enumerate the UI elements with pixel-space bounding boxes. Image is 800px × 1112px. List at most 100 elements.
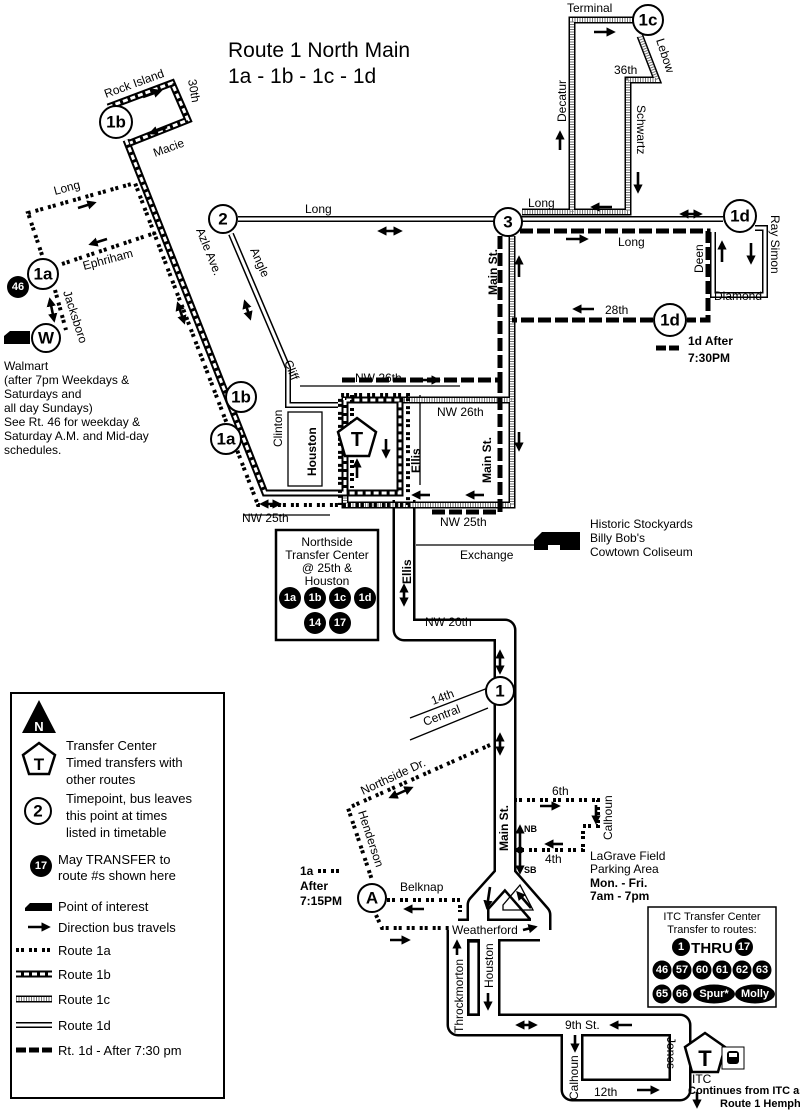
svg-text:Walmart: Walmart — [4, 359, 49, 373]
svg-text:1b: 1b — [309, 592, 322, 604]
svg-text:Spur*: Spur* — [699, 988, 729, 1000]
poi-icon — [534, 532, 580, 550]
svg-text:Billy Bob's: Billy Bob's — [590, 531, 645, 545]
street-label: 36th — [614, 63, 637, 77]
svg-text:Transfer Center: Transfer Center — [285, 548, 369, 562]
svg-text:2: 2 — [218, 210, 227, 229]
route-badge: 1c — [329, 587, 351, 609]
svg-text:ITC: ITC — [692, 1072, 712, 1086]
street-label: 4th — [545, 852, 562, 866]
timepoint-1a-west: 1a — [27, 258, 59, 290]
street-label: Lebow — [653, 37, 677, 75]
map-title: Route 1 North Main — [228, 39, 410, 62]
svg-text:1a: 1a — [284, 592, 297, 604]
svg-text:61: 61 — [716, 964, 728, 976]
street-label: NW 26th — [437, 405, 484, 419]
double-arrow-icon — [242, 299, 253, 321]
svg-text:Route 1a: Route 1a — [58, 943, 112, 958]
svg-text:NB: NB — [524, 824, 537, 834]
route-badge: 1d — [354, 587, 376, 609]
itc-transfer-box: ITC Transfer Center Transfer to routes: … — [647, 906, 777, 1008]
svg-text:other routes: other routes — [66, 772, 136, 787]
street-label: Belknap — [400, 880, 444, 894]
map-subtitle: 1a - 1b - 1c - 1d — [228, 65, 376, 88]
arrow-icon — [77, 200, 97, 210]
double-arrow-icon — [46, 297, 58, 323]
street-label: NW 25th — [440, 515, 487, 529]
svg-text:N: N — [34, 719, 43, 734]
svg-text:1b: 1b — [231, 388, 251, 407]
transfer-badge-46: 46 — [7, 276, 29, 298]
wide-roads — [392, 500, 692, 1102]
street-label: Houston — [305, 427, 319, 476]
svg-text:Cowtown Coliseum: Cowtown Coliseum — [590, 545, 693, 559]
svg-text:60: 60 — [696, 964, 708, 976]
street-label: Jones — [664, 1037, 678, 1069]
street-label: Decatur — [555, 80, 569, 122]
svg-text:7:15PM: 7:15PM — [300, 894, 342, 908]
svg-text:Route 1 Hemphill: Route 1 Hemphill — [720, 1098, 800, 1110]
timepoint-1b-north: 1b — [99, 105, 133, 139]
street-label: Calhoun — [567, 1055, 581, 1100]
svg-text:1: 1 — [495, 682, 504, 701]
street-label: Main St. — [486, 249, 500, 295]
route-badge: 66 — [672, 984, 692, 1004]
svg-text:7am - 7pm: 7am - 7pm — [590, 889, 649, 903]
svg-text:17: 17 — [738, 941, 750, 953]
arrow-icon — [88, 237, 108, 247]
poi-icon — [4, 331, 30, 344]
street-label: 30th — [185, 78, 203, 103]
route-badge: 60 — [692, 960, 712, 980]
street-label: Ray Simon — [768, 215, 782, 274]
street-label: Long — [618, 235, 645, 249]
street-label: 28th — [605, 303, 628, 317]
svg-text:66: 66 — [676, 988, 688, 1000]
street-label: Main St. — [497, 805, 511, 851]
transfer-badge-icon: 17 — [30, 855, 52, 877]
timepoint-icon: 2 — [24, 797, 52, 825]
svg-text:See Rt. 46 for weekday &: See Rt. 46 for weekday & — [4, 415, 140, 429]
stockyards-poi: Historic Stockyards Billy Bob's Cowtown … — [534, 517, 693, 559]
svg-text:Route 1d: Route 1d — [58, 1018, 111, 1033]
svg-text:2: 2 — [33, 802, 42, 821]
street-label: Cliff — [281, 358, 302, 383]
street-label: 9th St. — [565, 1018, 600, 1032]
street-label: Jacksboro — [60, 289, 90, 346]
street-label: NW 20th — [425, 615, 472, 629]
route-badge: Molly — [735, 984, 775, 1004]
north-arrow-icon — [22, 700, 56, 733]
svg-text:14: 14 — [309, 617, 322, 629]
svg-text:17: 17 — [35, 860, 47, 872]
route-badge: 63 — [752, 960, 772, 980]
route-badge: 1 — [672, 938, 690, 956]
svg-text:Timed transfers with: Timed transfers with — [66, 755, 183, 770]
walmart-point: W — [4, 323, 61, 353]
svg-text:T: T — [34, 755, 45, 774]
svg-text:all day Sundays): all day Sundays) — [4, 401, 93, 415]
arrow-icon — [483, 886, 493, 910]
svg-text:1a: 1a — [34, 265, 53, 284]
street-label: 12th — [594, 1085, 617, 1099]
street-label: Houston — [482, 943, 496, 988]
svg-text:ITC Transfer Center: ITC Transfer Center — [663, 911, 761, 923]
svg-text:Saturdays and: Saturdays and — [4, 387, 81, 401]
street-label: Ephriham — [81, 246, 134, 273]
svg-text:Route 1c: Route 1c — [58, 992, 111, 1007]
double-arrow-icon — [175, 301, 187, 325]
route-1b-path — [106, 78, 404, 497]
timepoint-A: A — [357, 883, 387, 913]
svg-text:46: 46 — [12, 281, 24, 293]
svg-text:1a: 1a — [217, 430, 236, 449]
street-label: Long — [305, 202, 332, 216]
svg-text:Saturday A.M. and Mid-day: Saturday A.M. and Mid-day — [4, 429, 149, 443]
route-badge: 14 — [304, 612, 326, 634]
svg-text:A: A — [366, 889, 378, 908]
svg-text:listed in timetable: listed in timetable — [66, 825, 166, 840]
arrow-icon — [522, 924, 538, 934]
late-1a-note: 1a After 7:15PM — [300, 864, 342, 908]
svg-text:46: 46 — [656, 964, 668, 976]
route-badge: 65 — [652, 984, 672, 1004]
traffic-island — [502, 883, 535, 911]
svg-text:schedules.: schedules. — [4, 443, 61, 457]
